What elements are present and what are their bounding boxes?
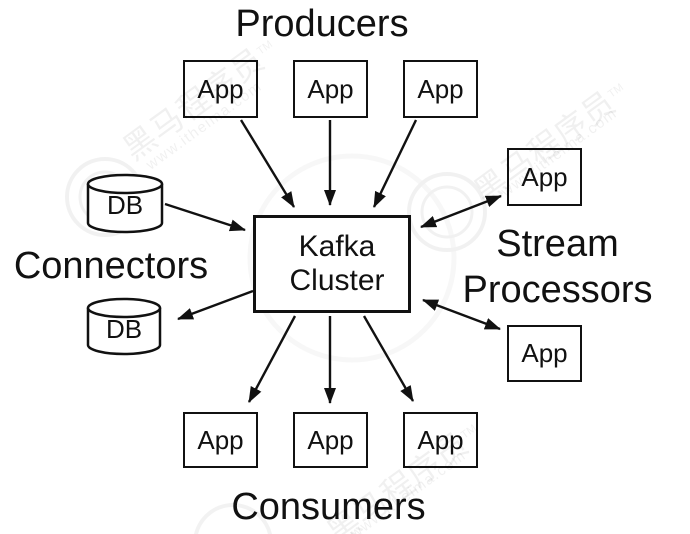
producer-app-label: App — [197, 73, 244, 104]
producer-app-label: App — [417, 73, 464, 104]
arrow-producer3-to-kafka — [372, 119, 418, 208]
connectors-label: Connectors — [13, 245, 209, 287]
producer-app-box-3: App — [403, 60, 478, 118]
stream-app-box-2: App — [507, 325, 582, 382]
arrow-kafka-to-consumer1 — [247, 315, 297, 403]
arrow-producer1-to-kafka — [239, 119, 296, 208]
db-source-label: DB — [106, 189, 144, 220]
producers-label: Producers — [235, 3, 409, 45]
stream-app-label: App — [521, 161, 568, 192]
db-source-cylinder — [86, 173, 164, 234]
arrow-dbsource-to-kafka — [164, 202, 246, 232]
consumer-app-box-3: App — [403, 412, 478, 468]
stream-processors-label-line1: Stream — [496, 223, 619, 265]
stream-processors-label: Stream Processors — [440, 221, 675, 313]
stream-processors-label-line2: Processors — [462, 269, 653, 311]
kafka-cluster-label-line2: Cluster — [289, 264, 385, 297]
arrows — [164, 119, 502, 404]
consumer-app-label: App — [307, 424, 354, 455]
stream-app-label: App — [521, 338, 568, 368]
arrow-kafka-to-dbsink — [177, 289, 254, 321]
arrow-kafka-stream1-bidirectional — [420, 194, 502, 229]
arrow-kafka-stream2-bidirectional — [422, 298, 501, 331]
consumer-app-box-1: App — [183, 412, 258, 468]
consumer-app-label: App — [197, 424, 244, 455]
kafka-cluster-label-line1: Kafka — [298, 230, 376, 263]
arrow-kafka-to-consumer3 — [362, 315, 415, 402]
stream-app-box-1: App — [507, 148, 582, 206]
db-sink-cylinder — [86, 297, 162, 356]
db-sink-label: DB — [105, 313, 143, 344]
kafka-cluster-box: Kafka Cluster — [253, 215, 411, 313]
consumer-app-box-2: App — [293, 412, 368, 468]
consumer-app-label: App — [417, 424, 464, 455]
producer-app-box-2: App — [293, 60, 368, 118]
producer-app-box-1: App — [183, 60, 258, 118]
producer-app-label: App — [307, 73, 354, 104]
consumers-label: Consumers — [231, 486, 426, 528]
